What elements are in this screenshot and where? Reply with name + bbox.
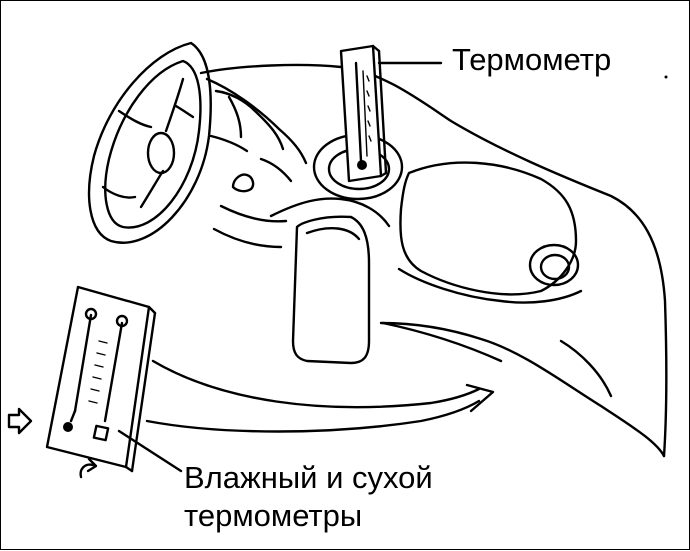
airflow-arrows bbox=[7, 359, 495, 479]
speck bbox=[664, 75, 668, 79]
instrument-cluster bbox=[209, 89, 293, 193]
dashboard-outline bbox=[199, 63, 668, 458]
center-console bbox=[291, 215, 371, 365]
wet-dry-label-line-1: Влажный и сухой bbox=[184, 460, 433, 495]
wet-dry-thermometer bbox=[45, 285, 183, 473]
lower-dash-edge bbox=[381, 321, 613, 398]
right-air-vent bbox=[528, 243, 580, 287]
thermometer-label: Термометр bbox=[452, 42, 612, 77]
glove-box bbox=[397, 161, 583, 304]
vent-thermometer bbox=[339, 44, 443, 183]
wet-dry-label-line-2: термометры bbox=[184, 498, 363, 533]
wet-dry-thermometer-label: Влажный и сухой термометры bbox=[184, 459, 433, 535]
steering-wheel bbox=[87, 41, 212, 244]
